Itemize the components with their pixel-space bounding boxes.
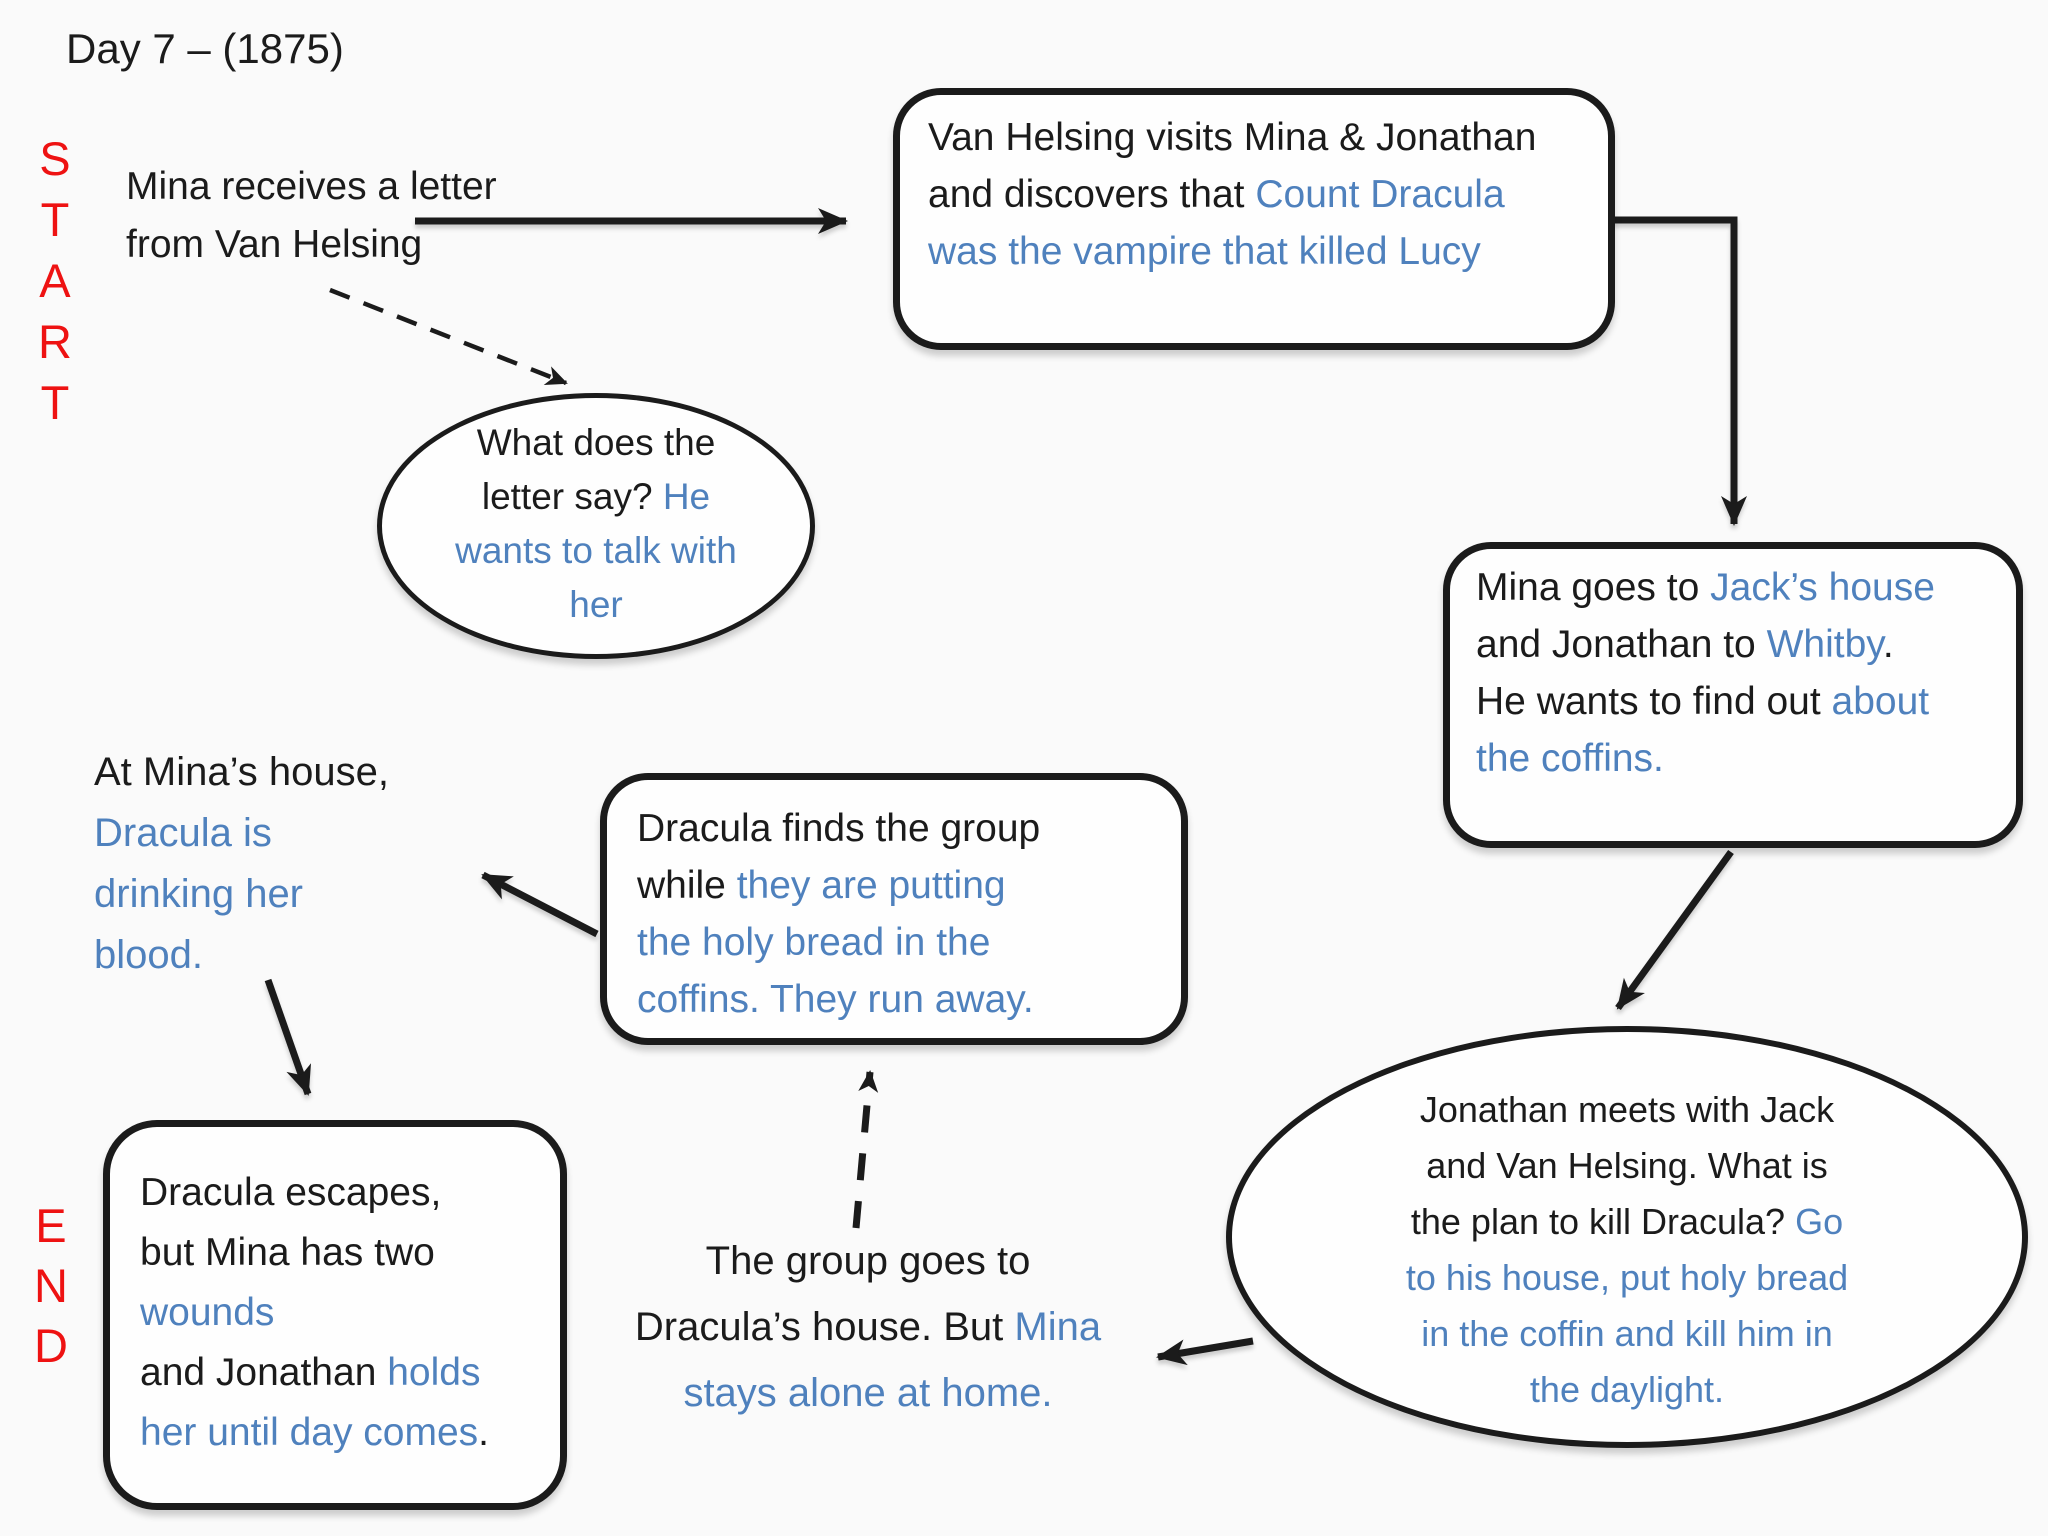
text-segment: wants to talk with: [455, 530, 737, 571]
node-group-goes-draculas-house: The group goes to Dracula’s house. But M…: [592, 1228, 1144, 1426]
dashed-arrow-start-to-letter: [329, 287, 568, 386]
text-segment: the plan to kill Dracula?: [1410, 1201, 1796, 1242]
start-letter: T: [40, 376, 70, 429]
text-segment: He wants to find out: [1476, 680, 1832, 723]
text-segment: and discovers that: [928, 173, 1256, 216]
text-segment: her until day comes: [140, 1411, 479, 1454]
text-segment: stays alone at home.: [683, 1371, 1053, 1415]
end-letter: D: [34, 1319, 68, 1372]
text-segment: about: [1831, 680, 1930, 723]
text-segment: Dracula finds the group: [637, 807, 1041, 850]
text-segment: Dracula is: [94, 811, 272, 855]
text-segment: letter say?: [481, 476, 663, 517]
text-segment: while: [637, 864, 737, 907]
text-segment: Jack’s house: [1710, 566, 1935, 609]
node-what-does-letter-say: What does the letter say? He wants to ta…: [377, 393, 815, 659]
text-segment: Jonathan meets with Jack: [1419, 1089, 1835, 1130]
text-segment: Van Helsing visits Mina & Jonathan: [928, 116, 1537, 159]
text-segment: the daylight.: [1529, 1369, 1725, 1410]
text-segment: they are putting: [736, 864, 1006, 907]
text-segment: but Mina has two: [140, 1231, 435, 1274]
text-segment: Go: [1795, 1201, 1844, 1242]
text-segment: At Mina’s house,: [94, 750, 389, 794]
text-segment: wounds: [140, 1291, 275, 1334]
text-segment: Count Dracula: [1255, 173, 1505, 216]
text-segment: Dracula escapes,: [140, 1171, 442, 1214]
text-segment: blood.: [94, 933, 203, 977]
start-letter: T: [40, 193, 70, 246]
arrow-minagoes-to-plan: [1615, 849, 1734, 1011]
end-letter: N: [34, 1259, 68, 1312]
start-letter: A: [39, 254, 71, 307]
text-segment: coffins. They run away.: [637, 978, 1034, 1021]
text-segment: Mina goes to: [1476, 566, 1711, 609]
node-van-helsing-visits: Van Helsing visits Mina & Jonathan and d…: [893, 88, 1615, 350]
end-letter: E: [35, 1199, 67, 1252]
text-segment: Dracula’s house. But: [634, 1305, 1015, 1349]
text-segment: What does the: [476, 422, 716, 463]
node-at-minas-house: At Mina’s house, Dracula is drinking her…: [94, 742, 389, 986]
text-line: from Van Helsing: [126, 223, 423, 266]
text-segment: the coffins.: [1476, 737, 1664, 780]
text-segment: to his house, put holy bread: [1405, 1257, 1849, 1298]
text-segment: her: [569, 584, 623, 625]
text-line: Mina receives a letter: [126, 165, 497, 208]
node-jonathan-meets-plan: Jonathan meets with Jack and Van Helsing…: [1226, 1026, 2028, 1448]
node-dracula-escapes: Dracula escapes, but Mina has two wounds…: [103, 1120, 567, 1510]
dashed-arrow-group-to-finds: [852, 1070, 879, 1229]
text-segment: was the vampire that killed Lucy: [928, 230, 1481, 273]
text-segment: He: [662, 476, 711, 517]
start-letter: R: [38, 315, 72, 368]
node-mina-goes-jacks-house: Mina goes to Jack’s house and Jonathan t…: [1443, 542, 2023, 848]
end-label: E N D: [34, 1196, 68, 1376]
text-segment: holds: [387, 1351, 481, 1394]
text-segment: .: [478, 1411, 490, 1454]
text-segment: the holy bread in the: [637, 921, 991, 964]
arrow-finds-to-minahouse: [481, 871, 599, 938]
text-segment: .: [1882, 623, 1894, 666]
text-segment: Whitby: [1766, 623, 1883, 666]
text-segment: drinking her: [94, 872, 304, 916]
text-segment: and Jonathan: [140, 1351, 388, 1394]
text-segment: in the coffin and kill him in: [1421, 1313, 1833, 1354]
text-segment: and Van Helsing. What is: [1426, 1145, 1828, 1186]
page-title: Day 7 – (1875): [66, 25, 344, 72]
start-label: S T A R T: [38, 128, 72, 433]
text-segment: and Jonathan to: [1476, 623, 1767, 666]
start-letter: S: [39, 132, 71, 185]
node-mina-receives-letter: Mina receives a letter from Van Helsing: [126, 158, 497, 274]
text-segment: The group goes to: [705, 1239, 1031, 1283]
node-dracula-finds-group: Dracula finds the group while they are p…: [600, 773, 1188, 1045]
arrow-minahouse-to-escapes: [264, 978, 312, 1096]
text-segment: Mina: [1014, 1305, 1102, 1349]
arrow-vanhelsing-to-minagoes: [1612, 216, 1747, 526]
